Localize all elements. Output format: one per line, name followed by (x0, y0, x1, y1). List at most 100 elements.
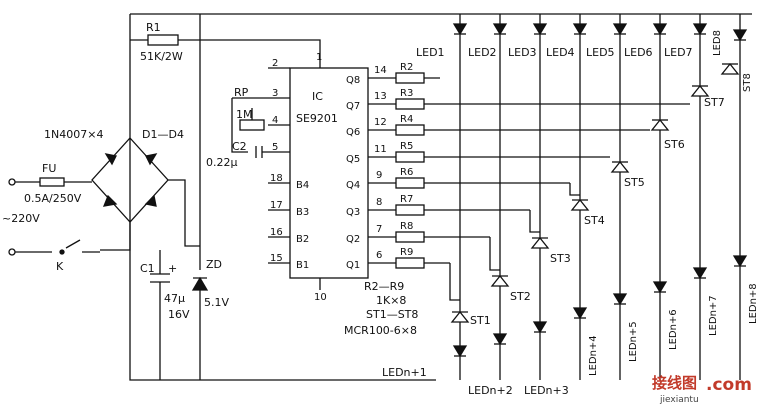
top-led-label: LED2 (468, 46, 497, 59)
resistor-range: R2—R9 (364, 280, 404, 293)
r1-label: R1 (146, 21, 161, 34)
c2-value: 0.22μ (206, 156, 238, 169)
top-led-label: LED6 (624, 46, 653, 59)
fuse-label: FU (42, 162, 56, 175)
thyristor-range: ST1—ST8 (366, 308, 418, 321)
top-led-label: LED5 (586, 46, 615, 59)
lower-led-label: LEDn+4 (588, 335, 599, 376)
thyristor-label: ST7 (704, 96, 725, 109)
diode-d4 (144, 194, 157, 207)
c1-polarity: + (168, 262, 177, 275)
thyristor-chain (449, 62, 740, 323)
ic-se9201-body (289, 67, 369, 279)
mains-terminal-2[interactable] (8, 248, 16, 256)
ic-output-pin-name: Q3 (346, 207, 360, 218)
ic-output-pin-name: Q8 (346, 75, 360, 86)
diode-d2 (145, 153, 158, 166)
lower-led-label: LEDn+6 (668, 309, 679, 350)
mains-terminal-1[interactable] (8, 178, 16, 186)
lower-led-label: LEDn+8 (748, 283, 759, 324)
resistor-label: R5 (400, 141, 413, 152)
rp-wiring (231, 97, 268, 153)
potentiometer-rp[interactable] (239, 119, 265, 131)
ic-left-pin-number: 16 (270, 227, 283, 238)
ic-output-pin-number: 14 (374, 65, 387, 76)
thyristor-part: MCR100-6×8 (344, 324, 417, 337)
thyristor-label: ST5 (624, 176, 645, 189)
switch-k[interactable] (15, 239, 100, 253)
zd-label: ZD (206, 258, 222, 271)
ic-output-pin-name: Q2 (346, 234, 360, 245)
zd-voltage: 5.1V (204, 296, 229, 309)
bridge-to-zd-wire (168, 179, 200, 247)
watermark-cn: 接线图 (652, 374, 697, 392)
switch-contact (59, 249, 65, 255)
switch-label: K (56, 260, 64, 273)
diode-range: D1—D4 (142, 128, 184, 141)
left-return-wire (129, 14, 436, 381)
thyristor-label: ST2 (510, 290, 531, 303)
top-led-label: LED3 (508, 46, 537, 59)
diode-d3 (102, 194, 118, 207)
ic-part-number: SE9201 (296, 112, 338, 125)
ic-output-pin-name: Q1 (346, 260, 360, 271)
r1-to-ic-wire (130, 39, 321, 68)
lower-led-label: LEDn+5 (628, 321, 639, 362)
ic-pin1-number: 1 (316, 52, 322, 63)
ic-output-pin-name: Q4 (346, 180, 360, 191)
top-led-label: LED4 (546, 46, 575, 59)
ic-output-pin-number: 8 (376, 197, 382, 208)
resistor-label: R7 (400, 194, 413, 205)
zener-zd (191, 276, 209, 291)
lower-led-label: LEDn+3 (524, 384, 569, 397)
lower-led-label: LEDn+7 (708, 295, 719, 336)
resistor-value: 1K×8 (376, 294, 406, 307)
ic-output-pin-number: 7 (376, 224, 382, 235)
ic-output-pin-name: Q6 (346, 127, 360, 138)
watermark-com: .com (706, 375, 752, 395)
ic-left-pin-number: 18 (270, 173, 283, 184)
c1-label: C1 (140, 262, 155, 275)
thyristor-label: ST8 (742, 73, 753, 92)
c1-voltage: 16V (168, 308, 190, 321)
resistor-label: R8 (400, 221, 413, 232)
ic-output-pin-number: 13 (374, 91, 387, 102)
fuse (39, 177, 65, 187)
top-led-row (452, 14, 748, 380)
ic-output-pin-number: 6 (376, 250, 382, 261)
rp-value: 1M (236, 108, 253, 121)
resistor-label: R4 (400, 114, 413, 125)
diode-d1 (104, 153, 117, 166)
thyristor-label: ST6 (664, 138, 685, 151)
ic-left-pin-number: 2 (272, 58, 278, 69)
ic-label: IC (312, 90, 323, 103)
thyristor-label: ST4 (584, 214, 605, 227)
resistor-label: R3 (400, 88, 413, 99)
diode-type: 1N4007×4 (44, 128, 103, 141)
lower-led-label: LEDn+1 (382, 366, 427, 379)
ic-left-pin-name: B1 (296, 260, 309, 271)
resistor-label: R6 (400, 167, 413, 178)
ic-left-pin-number: 5 (272, 142, 278, 153)
ic-output-pin-number: 11 (374, 144, 387, 155)
top-led-label: LED7 (664, 46, 693, 59)
ic-output-pin-number: 12 (374, 117, 387, 128)
ic-left-pin-name: B3 (296, 207, 309, 218)
ic-left-pin-number: 3 (272, 88, 278, 99)
resistor-label: R9 (400, 247, 413, 258)
rp-label: RP (234, 86, 249, 99)
thyristor-label: ST1 (470, 314, 491, 327)
ic-output-pin-name: Q5 (346, 154, 360, 165)
bridge-bottom-wire (100, 222, 131, 251)
top-led-label: LED8 (712, 30, 723, 56)
lower-led-label: LEDn+2 (468, 384, 513, 397)
resistor-label: R2 (400, 62, 413, 73)
ic-left-pin-name: B2 (296, 234, 309, 245)
ic-output-pin-number: 9 (376, 170, 382, 181)
output-resistors (368, 72, 690, 269)
c1-capacitance: 47μ (164, 292, 185, 305)
zener-wire (193, 277, 207, 380)
r1-value: 51K/2W (140, 50, 183, 63)
